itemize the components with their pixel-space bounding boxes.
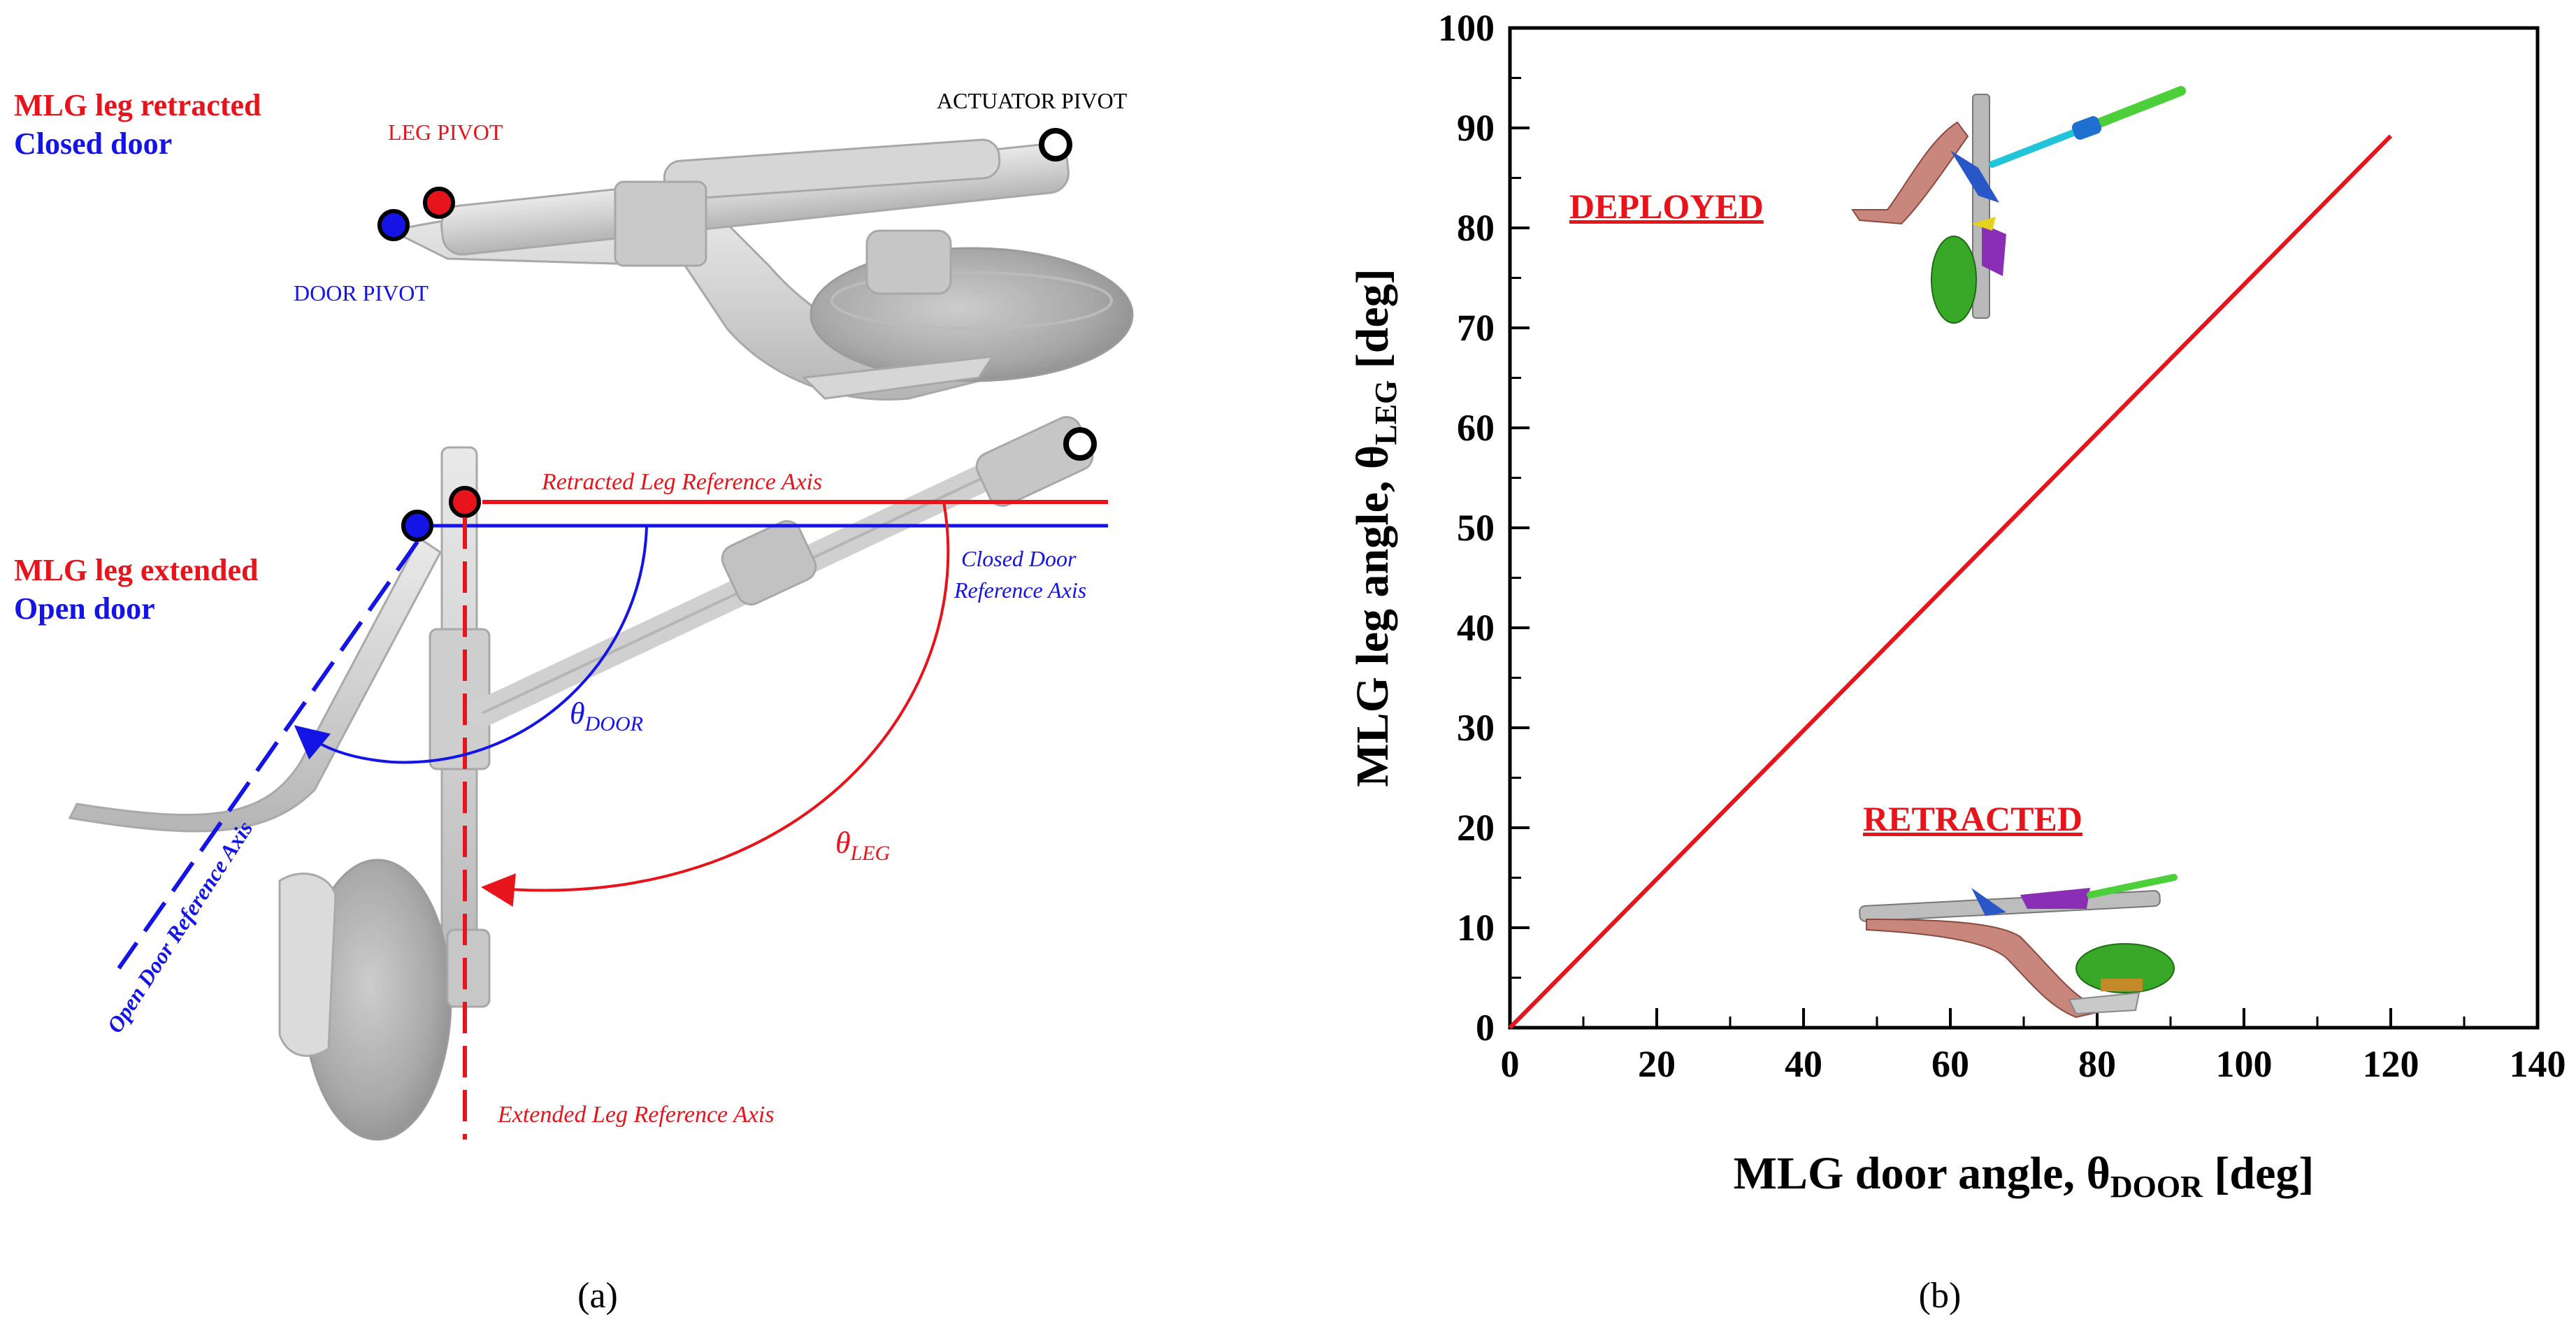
leg-pivot-marker-bottom	[449, 486, 481, 518]
y-tick-label: 20	[1457, 807, 1495, 849]
x-ticks: 0 20 40 60 80 100 120 140	[1501, 1008, 2566, 1085]
theta-leg-arc	[481, 501, 950, 907]
x-axis-label: MLG door angle, θDOOR [deg]	[1734, 1148, 2315, 1204]
retracted-gear-illustration	[388, 138, 1134, 401]
legend-leg-retracted: MLG leg retracted	[14, 88, 261, 122]
door-pivot-label: DOOR PIVOT	[294, 280, 429, 306]
actuator-pivot-marker-bottom	[1063, 427, 1097, 461]
x-tick-label: 100	[2216, 1043, 2273, 1085]
open-door-reference-axis	[117, 540, 419, 970]
panel-a: MLG leg retracted Closed door LEG PIVOT …	[14, 88, 1134, 1316]
x-tick-label: 40	[1785, 1043, 1822, 1085]
retracted-axis-label: Retracted Leg Reference Axis	[541, 469, 822, 495]
actuator-pivot-label: ACTUATOR PIVOT	[937, 88, 1128, 113]
retracted-gear-inset	[1859, 874, 2178, 1019]
legend-leg-extended: MLG leg extended	[14, 553, 259, 587]
x-tick-label: 140	[2510, 1043, 2566, 1085]
y-tick-label: 10	[1457, 907, 1495, 949]
extended-axis-label: Extended Leg Reference Axis	[497, 1102, 775, 1128]
y-tick-label: 80	[1457, 207, 1495, 249]
x-tick-label: 0	[1501, 1043, 1520, 1085]
x-tick-label: 120	[2363, 1043, 2419, 1085]
panel-a-caption: (a)	[577, 1276, 618, 1316]
door-pivot-marker-top	[377, 209, 410, 241]
leg-pivot-marker-top	[423, 187, 455, 219]
theta-leg-label: θLEG	[835, 826, 891, 865]
closed-door-axis-label-2: Reference Axis	[954, 577, 1086, 603]
deployed-annotation: DEPLOYED	[1569, 187, 1764, 226]
actuator-pivot-marker-top	[1039, 128, 1072, 161]
y-tick-label: 70	[1457, 307, 1495, 349]
deployed-gear-inset	[1851, 86, 2186, 324]
y-tick-label: 60	[1457, 407, 1495, 449]
theta-door-label: θDOOR	[570, 696, 643, 735]
extended-gear-illustration	[68, 416, 1094, 1141]
plot-frame	[1508, 26, 2540, 1030]
open-door-axis-label: Open Door Reference Axis	[102, 817, 258, 1037]
x-tick-label: 20	[1638, 1043, 1676, 1085]
y-ticks: 0 10 20 30 40 50 60 70 80 90 100	[1438, 7, 1530, 1049]
y-tick-label: 40	[1457, 607, 1495, 649]
y-tick-label: 100	[1438, 7, 1495, 49]
series-line	[1508, 134, 2393, 1030]
retracted-annotation: RETRACTED	[1863, 799, 2082, 838]
y-tick-label: 50	[1457, 507, 1495, 549]
panel-b: 0 20 40 60 80 100 120 140 0 10 20 30 40 50 60 70 80 90 10…	[1347, 7, 2566, 1316]
legend-closed-door: Closed door	[14, 127, 172, 161]
x-tick-label: 60	[1931, 1043, 1969, 1085]
closed-door-axis-label-1: Closed Door	[961, 546, 1077, 571]
y-tick-label: 30	[1457, 707, 1495, 749]
x-tick-label: 80	[2078, 1043, 2116, 1085]
panel-b-caption: (b)	[1919, 1276, 1962, 1316]
theta-door-arc	[294, 525, 648, 764]
leg-pivot-label: LEG PIVOT	[388, 120, 503, 145]
y-tick-label: 90	[1457, 107, 1495, 149]
door-pivot-marker-bottom	[401, 510, 433, 542]
y-axis-label: MLG leg angle, θLEG [deg]	[1347, 268, 1403, 786]
legend-open-door: Open door	[14, 591, 155, 626]
y-tick-label: 0	[1476, 1007, 1495, 1049]
